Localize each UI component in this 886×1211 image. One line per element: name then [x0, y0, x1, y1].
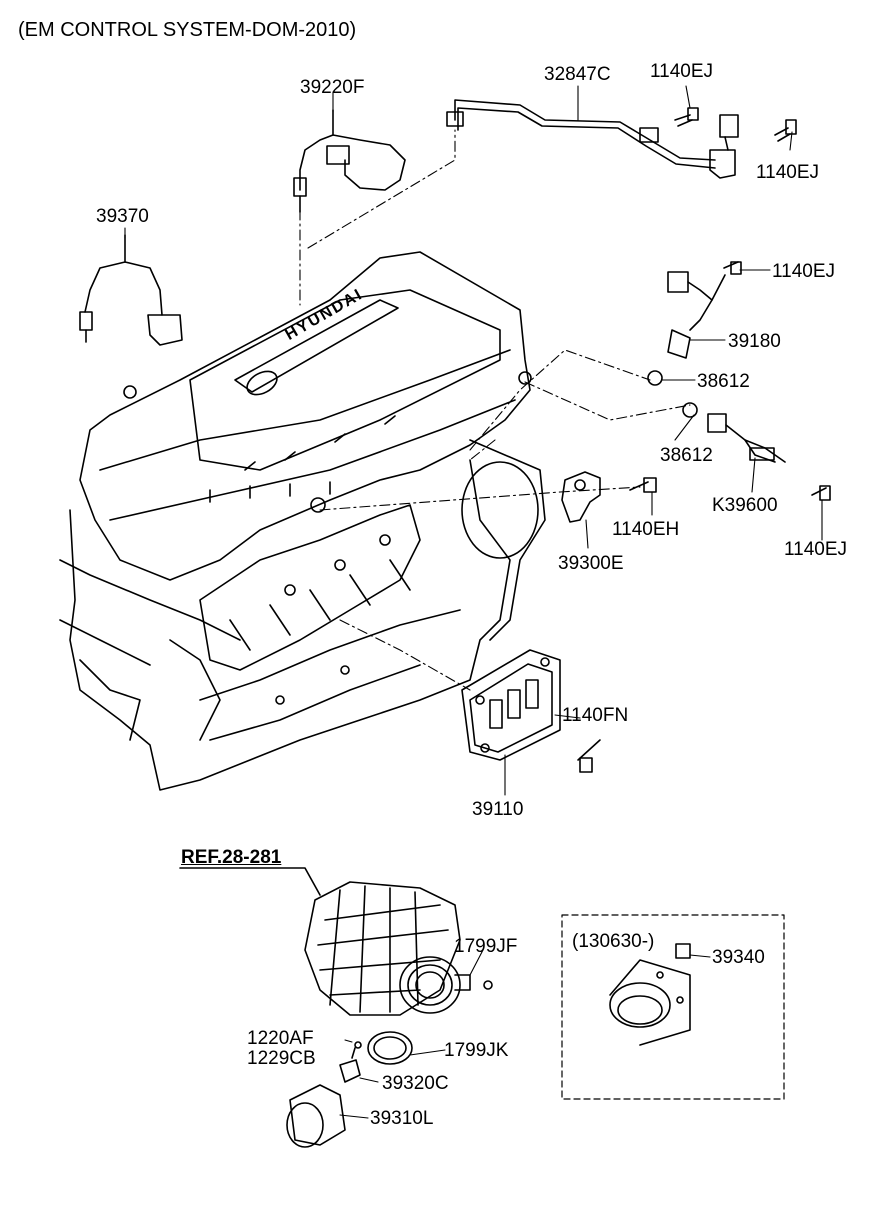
label-1140FN: 1140FN [562, 705, 629, 726]
engine-block [59, 251, 546, 791]
label-1799JK: 1799JK [444, 1040, 509, 1061]
sensor-39180 [647, 261, 742, 386]
label-1140EJ-right-top: 1140EJ [756, 162, 820, 183]
label-1229CB: 1229CB [247, 1048, 316, 1069]
tube-32847C [446, 99, 797, 179]
label-38612-lower: 38612 [660, 445, 713, 466]
label-K39600: K39600 [712, 495, 778, 516]
label-leaders [124, 85, 823, 1119]
label-39370: 39370 [96, 206, 149, 227]
label-39180: 39180 [728, 331, 781, 352]
label-39300E: 39300E [558, 553, 624, 574]
intake-parts [286, 1031, 413, 1148]
sensor-39300E [561, 471, 657, 523]
label-32847C: 32847C [544, 64, 611, 85]
label-variant-range: (130630-) [572, 931, 655, 952]
label-1220AF: 1220AF [247, 1028, 314, 1049]
sensor-K39600 [682, 402, 831, 501]
air-cleaner-assembly [179, 867, 493, 1016]
label-39110: 39110 [472, 799, 524, 820]
leader-lines [299, 129, 691, 691]
label-1799JF: 1799JF [454, 936, 518, 957]
label-1140EH: 1140EH [612, 519, 680, 540]
label-39310L: 39310L [370, 1108, 434, 1129]
sensor-39220F [293, 109, 406, 213]
label-38612-upper: 38612 [697, 371, 750, 392]
variant-box [561, 914, 785, 1100]
label-1140EJ-bottom: 1140EJ [784, 539, 848, 560]
label-39340: 39340 [712, 947, 765, 968]
label-39320C: 39320C [382, 1073, 449, 1094]
label-ref-28-281: REF.28-281 [181, 847, 282, 868]
label-39220F: 39220F [300, 77, 365, 98]
diagram-title: (EM CONTROL SYSTEM-DOM-2010) [18, 19, 357, 41]
label-1140EJ-sensor: 1140EJ [772, 261, 836, 282]
ecu-39110 [461, 649, 601, 773]
label-1140EJ-top: 1140EJ [650, 61, 714, 82]
sensor-39370 [79, 234, 183, 346]
